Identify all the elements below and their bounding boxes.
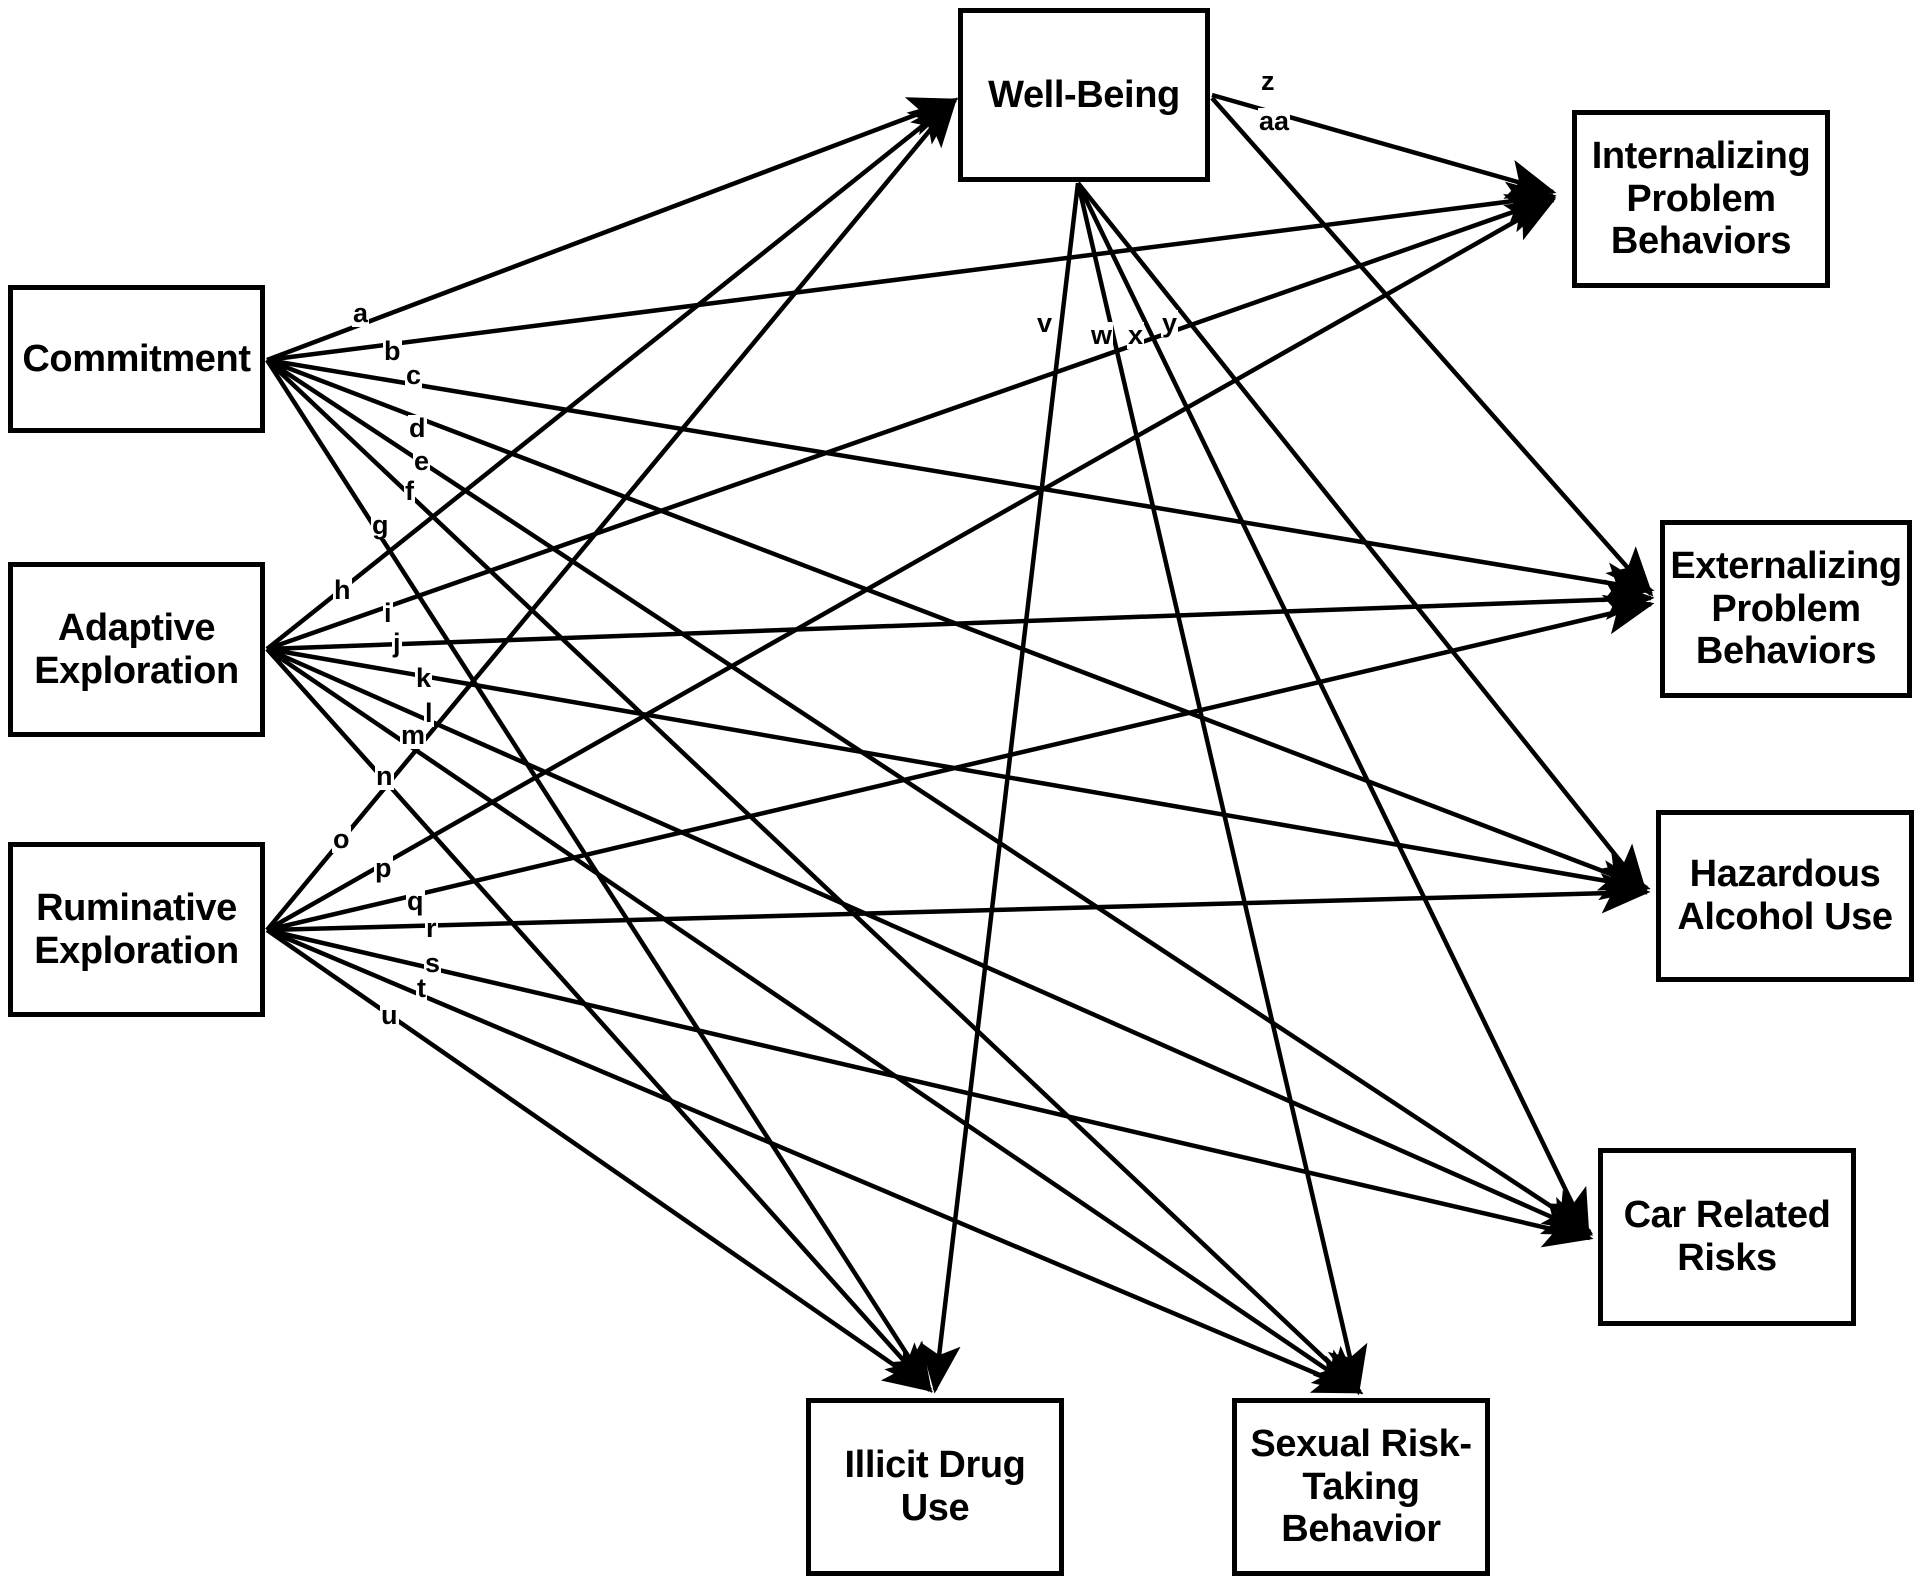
edge-label-p: p xyxy=(374,853,393,883)
node-car_related_risks[interactable]: Car Related Risks xyxy=(1598,1148,1856,1326)
edge-h xyxy=(265,97,958,651)
edge-y xyxy=(1076,181,1648,895)
edge-label-a: a xyxy=(352,298,370,328)
node-commitment[interactable]: Commitment xyxy=(8,285,265,433)
edge-label-t: t xyxy=(416,973,427,1003)
node-externalizing[interactable]: Externalizing Problem Behaviors xyxy=(1660,520,1912,698)
node-well_being[interactable]: Well-Being xyxy=(958,8,1210,182)
edge-p xyxy=(265,198,1557,932)
edge-e xyxy=(265,358,1594,1234)
edge-label-r: r xyxy=(425,913,438,943)
edge-label-q: q xyxy=(406,886,425,916)
node-label-hazardous_alcohol: Hazardous Alcohol Use xyxy=(1677,853,1893,938)
edge-n xyxy=(265,647,933,1393)
edge-label-w: w xyxy=(1090,320,1114,350)
node-label-illicit_drug_use: Illicit Drug Use xyxy=(844,1444,1026,1529)
edge-v xyxy=(920,182,1081,1394)
node-label-externalizing: Externalizing Problem Behaviors xyxy=(1670,545,1902,673)
edge-label-g: g xyxy=(371,510,390,540)
edge-label-v: v xyxy=(1036,308,1054,338)
edge-label-f: f xyxy=(404,476,415,506)
edge-r xyxy=(266,873,1651,933)
edge-l xyxy=(266,646,1594,1237)
edge-q xyxy=(266,594,1655,933)
edge-label-s: s xyxy=(424,948,442,978)
node-label-sexual_risk_taking: Sexual Risk- Taking Behavior xyxy=(1250,1423,1472,1551)
edge-label-n: n xyxy=(375,761,394,791)
edge-label-h: h xyxy=(333,575,352,605)
edge-label-u: u xyxy=(380,1000,399,1030)
edge-i xyxy=(266,194,1557,652)
edge-label-aa: aa xyxy=(1258,106,1291,136)
edge-label-y: y xyxy=(1161,308,1179,338)
edge-s xyxy=(266,927,1594,1248)
edge-label-i: i xyxy=(383,598,393,628)
edge-label-j: j xyxy=(392,628,402,658)
node-hazardous_alcohol[interactable]: Hazardous Alcohol Use xyxy=(1656,810,1914,982)
node-internalizing[interactable]: Internalizing Problem Behaviors xyxy=(1572,110,1830,288)
edge-label-m: m xyxy=(400,720,427,750)
edge-x xyxy=(1075,182,1591,1240)
edge-label-o: o xyxy=(332,824,351,854)
node-label-ruminative_exploration: Ruminative Exploration xyxy=(34,886,239,972)
edge-label-z: z xyxy=(1260,66,1276,96)
edge-c xyxy=(266,357,1655,603)
edge-path-group xyxy=(265,92,1655,1396)
edge-label-d: d xyxy=(408,413,427,443)
edge-j xyxy=(266,579,1655,652)
node-adaptive_exploration[interactable]: Adaptive Exploration xyxy=(8,562,265,737)
node-illicit_drug_use[interactable]: Illicit Drug Use xyxy=(806,1398,1064,1576)
edge-b xyxy=(266,181,1557,363)
edge-a xyxy=(266,97,959,363)
edge-label-x: x xyxy=(1127,320,1145,350)
edge-f xyxy=(265,358,1363,1395)
edge-label-e: e xyxy=(413,446,431,476)
edge-m xyxy=(265,647,1363,1395)
edge-label-k: k xyxy=(415,663,433,693)
edge-o xyxy=(265,97,958,932)
edge-t xyxy=(266,927,1364,1395)
node-label-adaptive_exploration: Adaptive Exploration xyxy=(34,606,239,692)
node-label-car_related_risks: Car Related Risks xyxy=(1623,1194,1831,1279)
node-label-well_being: Well-Being xyxy=(988,73,1180,116)
node-sexual_risk_taking[interactable]: Sexual Risk- Taking Behavior xyxy=(1232,1398,1490,1576)
node-label-commitment: Commitment xyxy=(22,337,251,380)
node-ruminative_exploration[interactable]: Ruminative Exploration xyxy=(8,842,265,1017)
edge-label-l: l xyxy=(424,698,434,728)
edge-label-b: b xyxy=(383,336,402,366)
edge-aa xyxy=(1210,96,1654,597)
edge-label-c: c xyxy=(405,360,423,390)
edge-u xyxy=(265,928,933,1393)
node-label-internalizing: Internalizing Problem Behaviors xyxy=(1591,135,1811,263)
edge-w xyxy=(1075,182,1368,1396)
